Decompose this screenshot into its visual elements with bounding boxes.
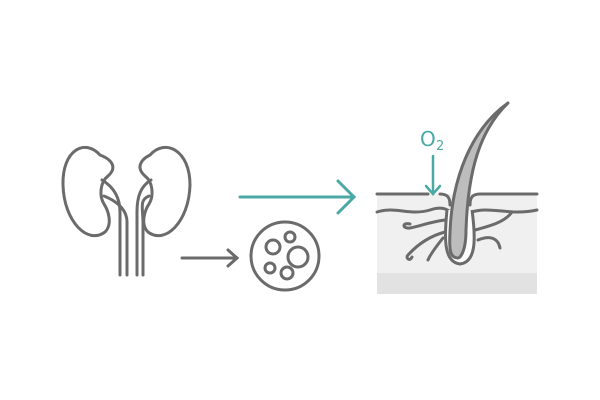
small-arrow <box>180 248 240 268</box>
teal-arrow <box>238 179 357 215</box>
hair-shaft <box>448 101 510 260</box>
skin-hair-follicle-icon <box>375 101 539 294</box>
oxygen-arrow <box>424 154 442 196</box>
oxygen-label: O 2 <box>420 127 444 154</box>
cell-culture-icon <box>249 220 321 292</box>
oxygen-symbol: O <box>420 127 436 151</box>
kidneys-icon <box>61 145 192 277</box>
oxygen-subscript: 2 <box>436 139 444 154</box>
